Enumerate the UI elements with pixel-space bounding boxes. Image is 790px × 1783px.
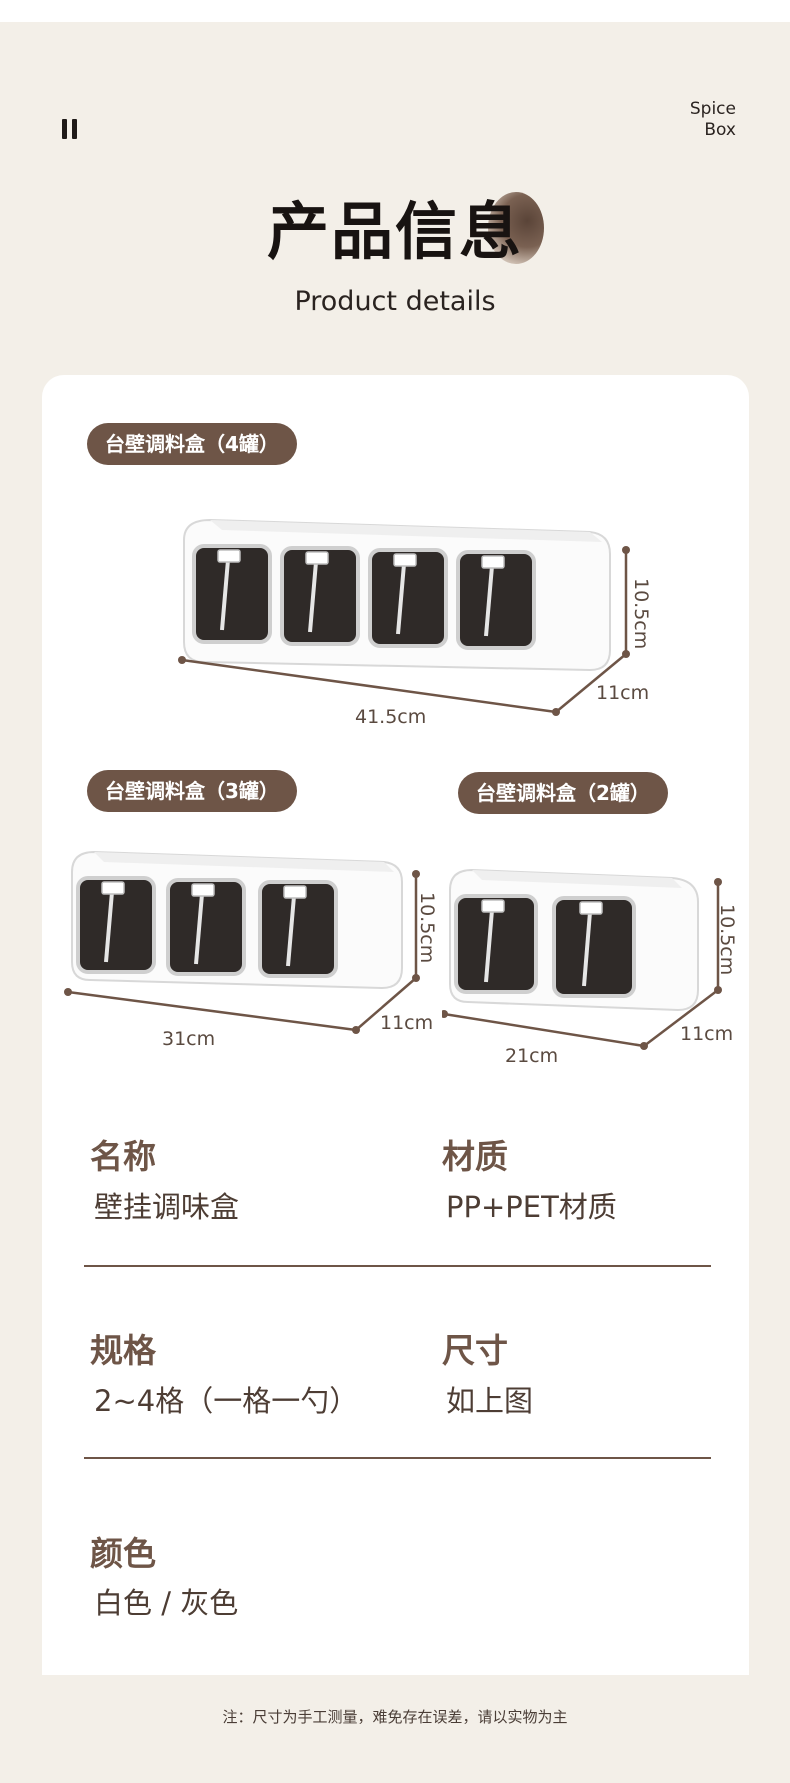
product-image-3-jars bbox=[64, 848, 434, 1042]
title-orb-decoration bbox=[488, 192, 544, 264]
height-label-2-jars: 10.5cm bbox=[716, 904, 738, 976]
product-image-2-jars bbox=[440, 866, 732, 1060]
top-white-strip bbox=[0, 0, 790, 22]
width-label-4-jars: 41.5cm bbox=[355, 706, 427, 728]
spec-size-value-left: 2~4格（一格一勺） bbox=[94, 1384, 359, 1418]
spec-material-value: PP+PET材质 bbox=[446, 1190, 617, 1224]
width-label-2-jars: 21cm bbox=[505, 1045, 559, 1067]
depth-label-4-jars: 11cm bbox=[596, 682, 650, 704]
brand-line-2: Box bbox=[704, 120, 736, 140]
spec-dimension-label: 尺寸 bbox=[442, 1331, 508, 1370]
depth-label-2-jars: 11cm bbox=[680, 1023, 734, 1045]
product-label-2-jars: 台壁调料盒（2罐） bbox=[458, 772, 668, 814]
product-label-4-jars: 台壁调料盒（4罐） bbox=[87, 423, 297, 465]
brand-mark: Spice Box bbox=[690, 99, 736, 141]
divider-2 bbox=[84, 1457, 711, 1459]
divider-1 bbox=[84, 1265, 711, 1267]
spec-color-value: 白色 / 灰色 bbox=[94, 1586, 239, 1620]
product-label-3-jars: 台壁调料盒（3罐） bbox=[87, 770, 297, 812]
spec-material-label: 材质 bbox=[442, 1137, 508, 1176]
height-label-3-jars: 10.5cm bbox=[416, 892, 438, 964]
spec-name-label: 名称 bbox=[90, 1137, 156, 1176]
product-image-4-jars bbox=[170, 510, 650, 734]
width-label-3-jars: 31cm bbox=[162, 1028, 216, 1050]
page-subtitle: Product details bbox=[294, 286, 496, 317]
brand-line-1: Spice bbox=[689, 99, 736, 119]
height-label-4-jars: 10.5cm bbox=[630, 578, 652, 650]
page-title: 产品信息 bbox=[266, 195, 523, 268]
spec-name-value: 壁挂调味盒 bbox=[94, 1190, 240, 1224]
spec-color-label: 颜色 bbox=[90, 1534, 156, 1573]
depth-label-3-jars: 11cm bbox=[380, 1012, 434, 1034]
footnote: 注：尺寸为手工测量，难免存在误差，请以实物为主 bbox=[222, 1708, 568, 1726]
spec-size-label-left: 规格 bbox=[90, 1331, 156, 1370]
pause-icon bbox=[62, 119, 78, 139]
title-block: 产品信息 bbox=[0, 196, 790, 268]
spec-dimension-value: 如上图 bbox=[446, 1384, 534, 1418]
